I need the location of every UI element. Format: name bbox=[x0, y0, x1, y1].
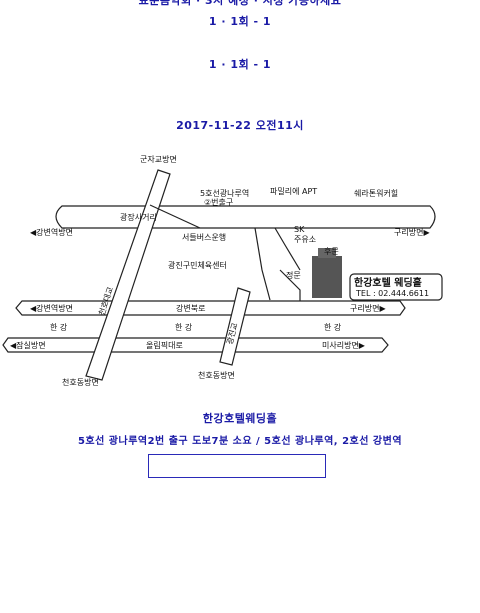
schedule-line-2: 1 · 1회 - 1 bbox=[208, 58, 272, 71]
map-label-gwangjang: 광장사거리 bbox=[120, 212, 157, 222]
map-label-sports-center: 광진구민체육센터 bbox=[168, 260, 227, 270]
schedule-line-1: 1 · 1회 - 1 bbox=[208, 15, 272, 28]
map-label-gangbyeonbukro: 강변북로 bbox=[176, 303, 205, 313]
hotel-building-icon bbox=[312, 248, 342, 298]
map-label-cheonho-2: 천호동방면 bbox=[198, 370, 235, 380]
map-label-gangbyeon-west: ◀강변역방면 bbox=[30, 227, 73, 237]
map-label-front-gate: 정문 bbox=[286, 270, 301, 280]
text-input[interactable] bbox=[148, 454, 326, 478]
location-map: 군자교방면 5호선광나루역 ②번출구 파밀리에 APT 쉐라톤워커힐 광장사거리… bbox=[0, 150, 480, 390]
map-label-station5: 5호선광나루역 bbox=[200, 188, 249, 198]
map-label-misari: 미사리방면▶ bbox=[322, 340, 366, 350]
event-datetime: 2017-11-22 오전11시 bbox=[176, 119, 304, 132]
map-label-hotel-name: 한강호텔 웨딩홀 bbox=[354, 276, 422, 289]
map-label-river-3: 한 강 bbox=[324, 322, 342, 332]
map-label-back-gate: 후문 bbox=[324, 247, 339, 256]
map-label-jamsil: ◀잠실방면 bbox=[10, 340, 46, 350]
map-label-cheonho-1: 천호동방면 bbox=[62, 377, 99, 387]
map-label-sk: SK bbox=[294, 225, 305, 234]
map-label-exit2: ②번출구 bbox=[204, 197, 233, 207]
map-label-guri: 구리방면▶ bbox=[394, 227, 430, 237]
map-label-family-apt: 파밀리에 APT bbox=[270, 187, 317, 196]
map-label-north: 군자교방면 bbox=[140, 154, 177, 164]
map-label-guri-2: 구리방면▶ bbox=[350, 303, 386, 313]
venue-name: 한강호텔웨딩홀 bbox=[202, 412, 278, 425]
partial-header-line: 표준음악회 · 3시 예정 · 시청 가능하세요 bbox=[138, 0, 342, 7]
map-label-river-1: 한 강 bbox=[50, 322, 68, 332]
map-label-sk-station: 주유소 bbox=[294, 235, 316, 244]
map-label-sheraton: 쉐라톤워커힐 bbox=[354, 188, 398, 198]
venue-directions: 5호선 광나루역2번 출구 도보7분 소요 / 5호선 광나루역, 2호선 강변… bbox=[77, 436, 403, 447]
map-label-seodeul: 서들버스운행 bbox=[182, 232, 226, 242]
map-label-gangbyeon-west-2: ◀강변역방면 bbox=[30, 303, 73, 313]
map-label-river-2: 한 강 bbox=[175, 322, 193, 332]
map-label-olympic: 올림픽대로 bbox=[146, 340, 183, 350]
map-label-hotel-tel: TEL : 02.444.6611 bbox=[355, 289, 429, 298]
